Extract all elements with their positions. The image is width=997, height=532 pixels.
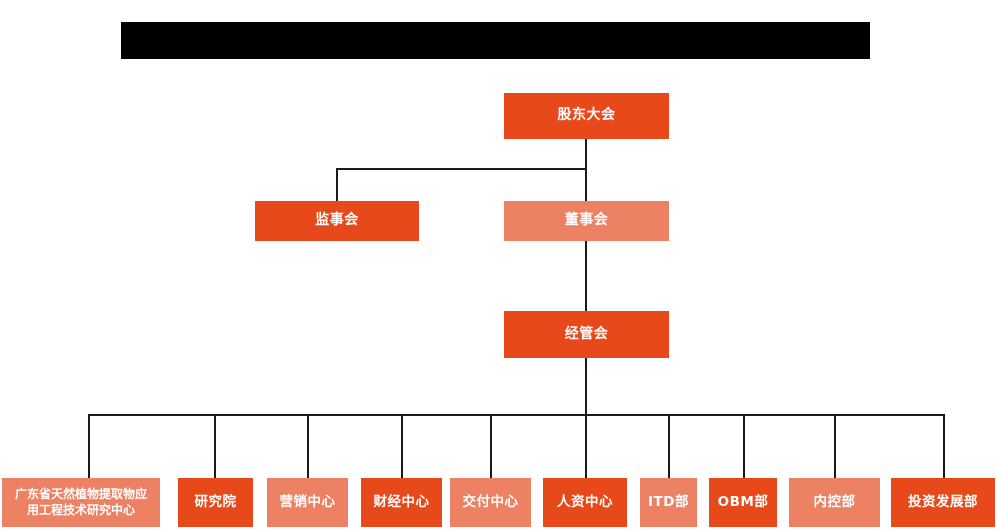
node-delivery[interactable]: 交付中心 <box>450 478 531 527</box>
node-management[interactable]: 经管会 <box>504 311 669 358</box>
drop-line-investment <box>943 414 945 478</box>
node-institute[interactable]: 研究院 <box>178 478 253 527</box>
redacted-title-banner <box>121 22 870 59</box>
node-hr[interactable]: 人资中心 <box>543 478 627 527</box>
drop-line-itd <box>668 414 670 478</box>
connector-to-directors <box>585 168 587 201</box>
drop-line-hr <box>585 414 587 478</box>
connector-to-supervisors <box>336 168 338 201</box>
node-investment[interactable]: 投资发展部 <box>891 478 995 527</box>
drop-line-institute <box>214 414 216 478</box>
node-directors[interactable]: 董事会 <box>504 201 669 241</box>
node-finance[interactable]: 财经中心 <box>361 478 442 527</box>
node-rd-center-line1: 广东省天然植物提取物应 <box>14 487 147 502</box>
node-rd-center-line2: 用工程技术研究中心 <box>26 502 135 517</box>
drop-line-marketing <box>307 414 309 478</box>
drop-line-delivery <box>490 414 492 478</box>
connector-bus-departments <box>88 414 944 416</box>
node-internal-control[interactable]: 内控部 <box>789 478 880 527</box>
node-obm[interactable]: OBM部 <box>709 478 777 527</box>
node-rd-center-label: 广东省天然植物提取物应 用工程技术研究中心 <box>15 487 147 518</box>
connector-directors-to-management <box>585 241 587 311</box>
node-supervisors[interactable]: 监事会 <box>255 201 419 241</box>
connector-bus-level2 <box>336 168 587 170</box>
node-itd[interactable]: ITD部 <box>640 478 697 527</box>
node-rd-center[interactable]: 广东省天然植物提取物应 用工程技术研究中心 <box>2 478 160 527</box>
drop-line-finance <box>401 414 403 478</box>
connector-management-down <box>585 358 587 415</box>
node-marketing[interactable]: 营销中心 <box>267 478 348 527</box>
connector-shareholders-down <box>585 139 587 169</box>
drop-line-internal-control <box>834 414 836 478</box>
drop-line-obm <box>743 414 745 478</box>
drop-line-rd-center <box>88 414 90 478</box>
node-shareholders[interactable]: 股东大会 <box>504 93 669 139</box>
